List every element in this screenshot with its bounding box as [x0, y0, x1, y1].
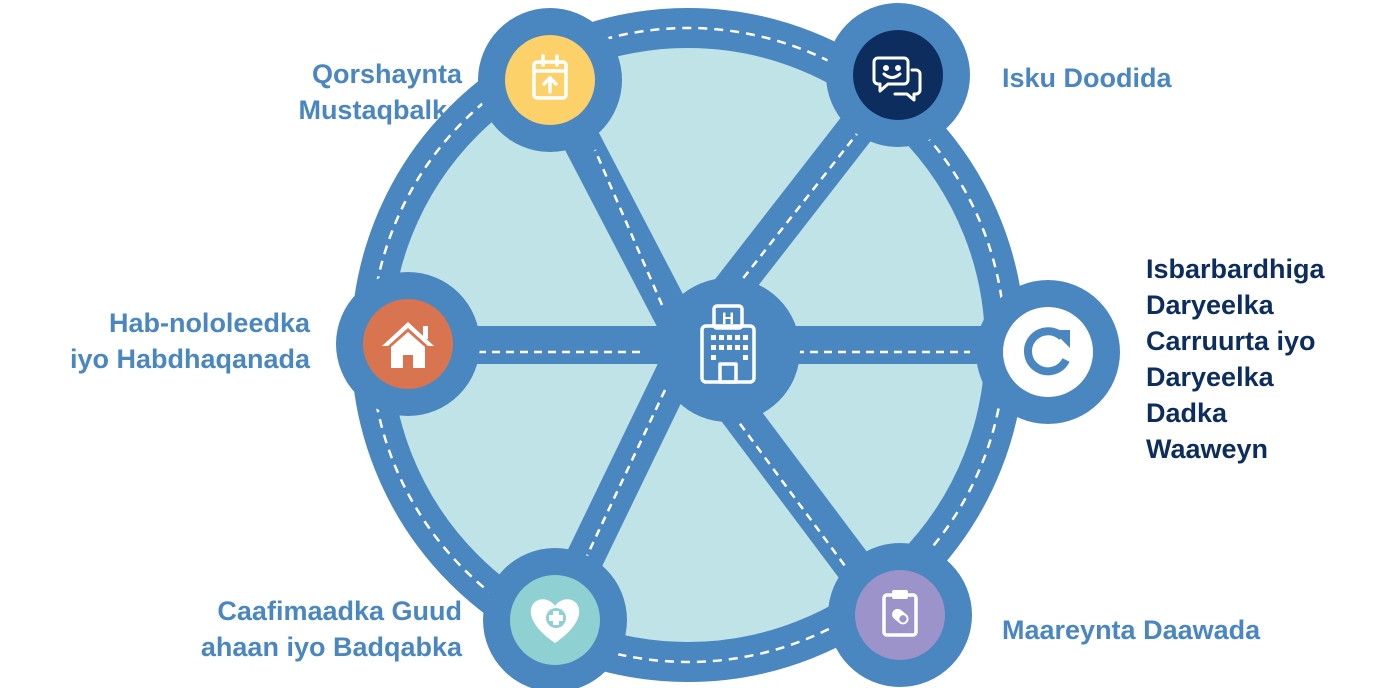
- chat-bubbles-icon: [872, 56, 922, 102]
- housing-label-line: Hab-nololeedka: [108, 308, 310, 338]
- transition-label-line: Daryeelka: [1146, 362, 1274, 392]
- transition-label-line: Carruurta iyo: [1146, 326, 1316, 356]
- medication-label: Maareynta Daawada: [1002, 612, 1260, 648]
- health-label-line: Caafimaadka Guud: [217, 596, 462, 626]
- health-node: [483, 548, 627, 688]
- calendar-upload-icon: [532, 54, 568, 100]
- transition-label-line: Isbarbardhiga: [1146, 254, 1325, 284]
- housing-label-line: iyo Habdhaqanada: [69, 344, 310, 374]
- transition-label-line: Waaweyn: [1146, 434, 1269, 464]
- health-label-line: ahaan iyo Badqabka: [200, 632, 462, 662]
- transition-node: [976, 280, 1120, 424]
- svg-text:H: H: [722, 309, 734, 328]
- health-label: Caafimaadka Guud ahaan iyo Badqabka: [201, 593, 462, 665]
- planning-label-line: Mustaqbalka: [298, 95, 462, 125]
- refresh-icon: [1024, 327, 1070, 376]
- heart-plus-icon: [530, 599, 580, 643]
- planning-label: Qorshaynta Mustaqbalka: [298, 56, 462, 128]
- engagement-node: [826, 3, 970, 147]
- transition-label: Isbarbardhiga Daryeelka Carruurta iyo Da…: [1146, 251, 1325, 467]
- clipboard-pill-icon: [882, 590, 918, 637]
- planning-label-line: Qorshaynta: [311, 59, 462, 89]
- engagement-label-line: Isku Doodida: [1002, 63, 1172, 93]
- medication-label-line: Maareynta Daawada: [1002, 615, 1261, 645]
- transition-label-line: Dadka: [1146, 398, 1228, 428]
- transition-label-line: Daryeelka: [1146, 290, 1274, 320]
- housing-node: [336, 272, 480, 416]
- housing-label: Hab-nololeedka iyo Habdhaqanada: [70, 305, 310, 377]
- engagement-label: Isku Doodida: [1002, 60, 1172, 96]
- house-icon: [382, 322, 434, 368]
- spoke-dashes: [470, 129, 970, 571]
- hospital-building-icon: [700, 304, 756, 384]
- planning-node: [478, 8, 622, 152]
- medication-node: [828, 543, 972, 687]
- center-node: H: [656, 278, 800, 422]
